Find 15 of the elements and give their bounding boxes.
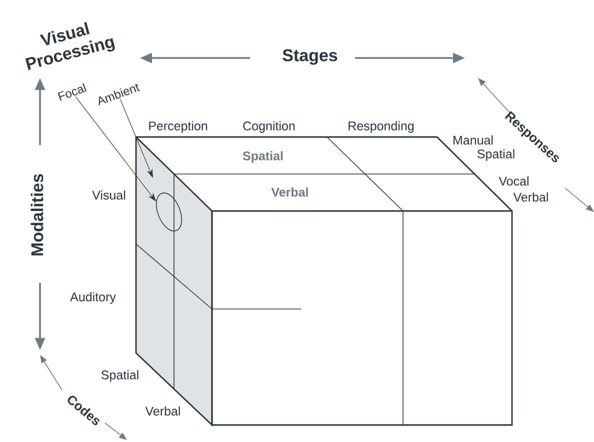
category-label: Vocal xyxy=(498,176,528,186)
category-label: Spatial xyxy=(101,370,138,382)
face-label: Spatial xyxy=(242,151,283,163)
category-label: Verbal xyxy=(513,192,548,202)
face-label: Verbal xyxy=(271,187,308,197)
category-label: Visual xyxy=(92,190,126,200)
axis-title: Modalities xyxy=(30,174,44,256)
category-label: Auditory xyxy=(70,292,116,304)
axis-title: Stages xyxy=(282,49,338,65)
category-label: Responding xyxy=(348,121,414,133)
category-label: Manual xyxy=(454,135,493,145)
category-label: Perception xyxy=(149,121,208,133)
category-label: Verbal xyxy=(145,406,180,416)
leader-text: Focal xyxy=(58,83,86,101)
category-label: Cognition xyxy=(243,121,295,133)
